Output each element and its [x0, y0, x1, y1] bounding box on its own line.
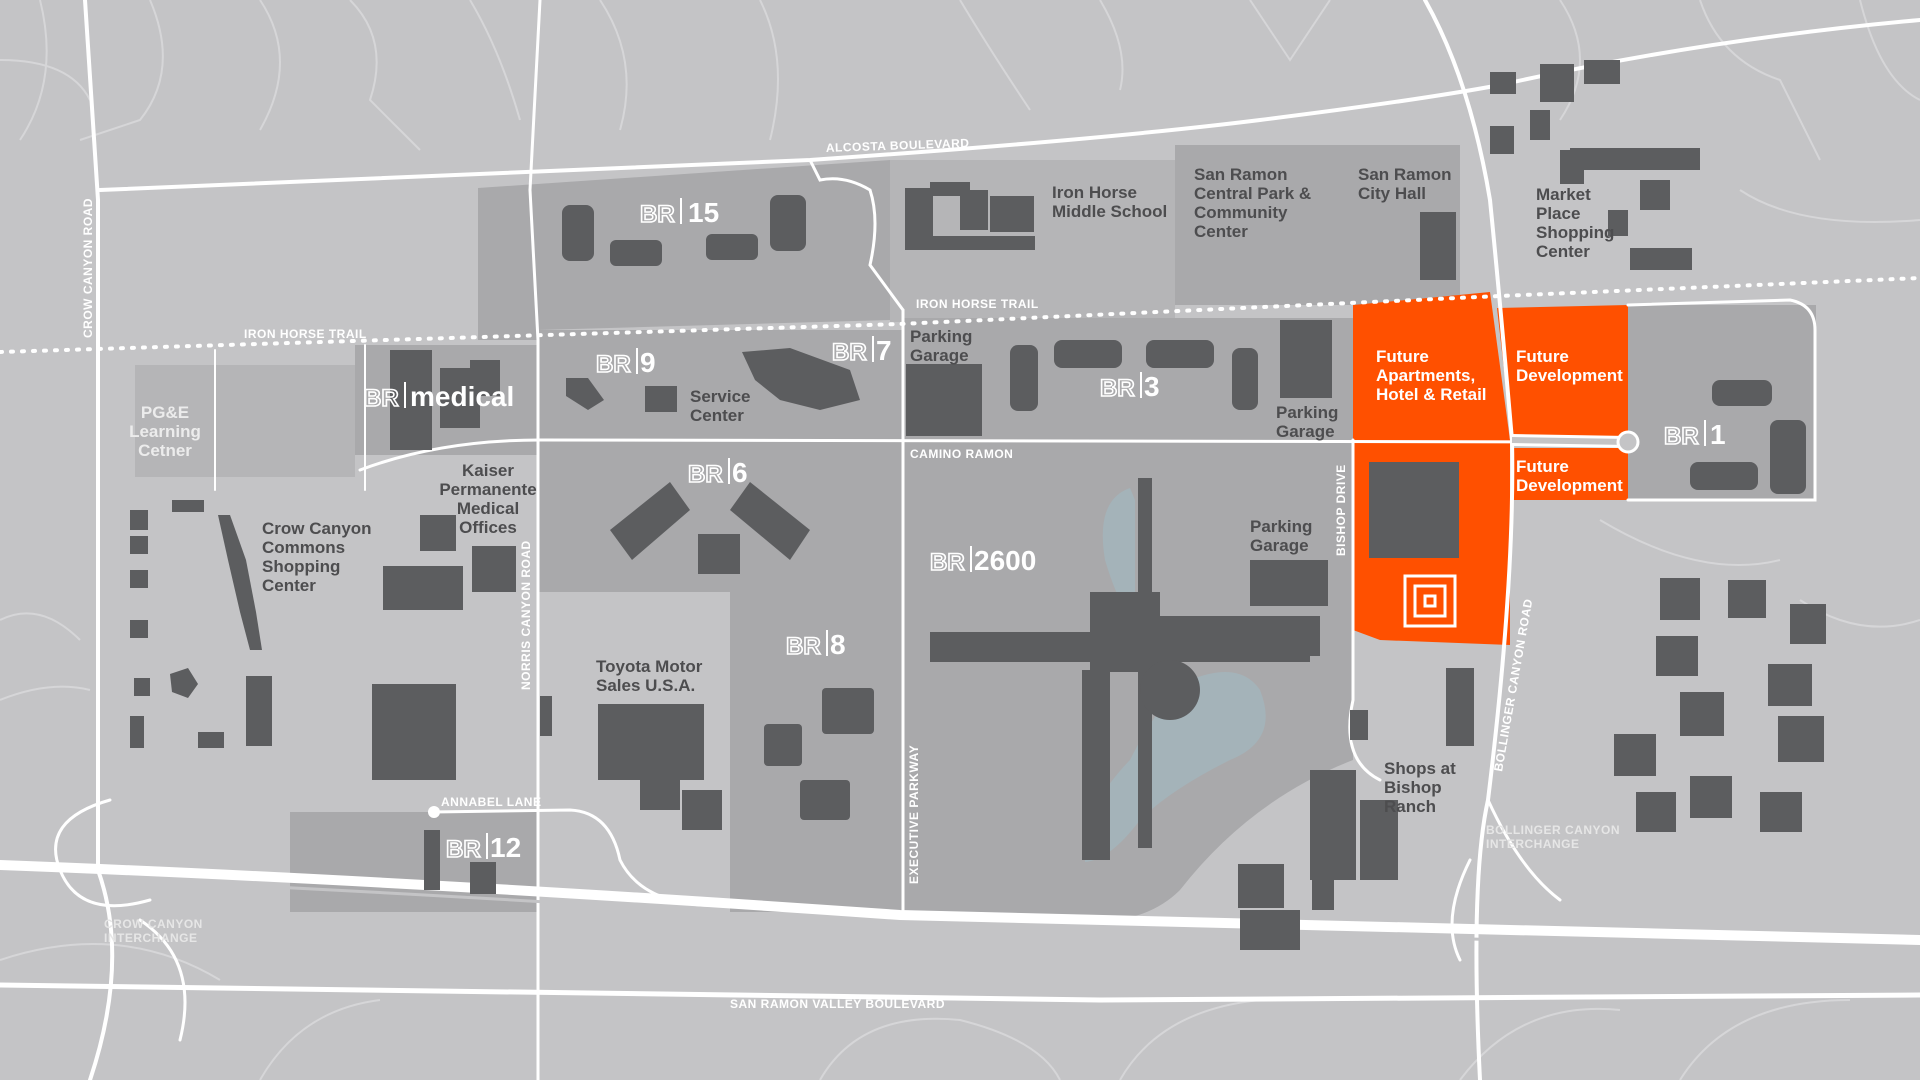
badge-br6: BR 6 — [687, 457, 748, 489]
road-label-crow-canyon: CROW CANYON ROAD — [81, 198, 95, 338]
badge-br9: BR 9 — [595, 347, 656, 379]
svg-text:BR: BR — [446, 836, 481, 863]
svg-text:6: 6 — [732, 457, 748, 488]
bollinger-interchange-line2: INTERCHANGE — [1486, 837, 1580, 851]
crow-canyon-interchange-line2: INTERCHANGE — [104, 931, 198, 945]
svg-text:BR: BR — [930, 549, 965, 576]
badge-br1: BR 1 — [1663, 419, 1726, 451]
road-label-annabel: ANNABEL LANE — [441, 795, 541, 809]
crow-canyon-interchange-line1: CROW CANYON — [104, 917, 203, 931]
svg-text:2600: 2600 — [974, 545, 1036, 576]
badge-br8: BR 8 — [785, 629, 846, 661]
road-label-alcosta: ALCOSTA BOULEVARD — [826, 136, 970, 155]
bollinger-interchange-line1: BOLLINGER CANYON — [1486, 823, 1620, 837]
svg-text:BR: BR — [688, 461, 723, 488]
svg-text:BR: BR — [1100, 375, 1135, 402]
svg-text:BR: BR — [1664, 423, 1699, 450]
iron-horse-trail — [0, 276, 1920, 354]
road-label-iron-horse-east: IRON HORSE TRAIL — [916, 297, 1039, 311]
svg-text:BR: BR — [832, 339, 867, 366]
road-label-executive: EXECUTIVE PARKWAY — [907, 745, 921, 884]
svg-text:12: 12 — [490, 832, 521, 863]
svg-text:medical: medical — [410, 381, 514, 412]
badge-br12: BR 12 — [445, 832, 521, 864]
svg-text:BR: BR — [786, 633, 821, 660]
road-label-norris: NORRIS CANYON ROAD — [519, 540, 533, 690]
campus-areas — [135, 145, 1816, 922]
campus-badges: BR 15 BR 9 BR 7 BR 3 BR 1 BR 6 — [363, 197, 1726, 864]
badge-br2600: BR 2600 — [929, 545, 1036, 577]
badge-br7: BR 7 — [831, 335, 892, 367]
building-footprints — [130, 60, 1826, 950]
badge-br3: BR 3 — [1099, 371, 1160, 403]
svg-text:BR: BR — [640, 201, 675, 228]
svg-text:8: 8 — [830, 629, 846, 660]
interchange-labels: CROW CANYON INTERCHANGE BOLLINGER CANYON… — [104, 823, 1620, 945]
svg-text:3: 3 — [1144, 371, 1160, 402]
svg-text:15: 15 — [688, 197, 719, 228]
water-features — [1085, 488, 1266, 862]
annabel-lane-end-marker — [428, 806, 440, 818]
svg-text:BR: BR — [364, 385, 399, 412]
svg-text:BR: BR — [596, 351, 631, 378]
svg-text:1: 1 — [1710, 419, 1726, 450]
road-labels: ALCOSTA BOULEVARD CROW CANYON ROAD IRON … — [81, 136, 1535, 1011]
road-label-iron-horse-west: IRON HORSE TRAIL — [244, 327, 367, 341]
badge-brmedical: BR medical — [363, 381, 514, 413]
badge-br15: BR 15 — [639, 197, 719, 229]
svg-text:7: 7 — [876, 335, 892, 366]
road-label-bishop: BISHOP DRIVE — [1334, 464, 1348, 556]
road-label-camino-ramon: CAMINO RAMON — [910, 447, 1013, 461]
svg-text:9: 9 — [640, 347, 656, 378]
road-label-san-ramon-valley: SAN RAMON VALLEY BOULEVARD — [730, 997, 945, 1011]
